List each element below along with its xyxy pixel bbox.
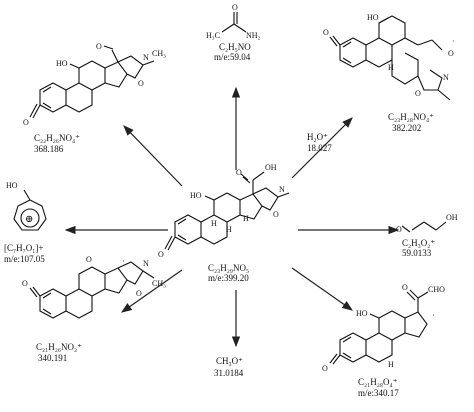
tl-n: N xyxy=(143,53,149,62)
center-mass: m/e:399.20 xyxy=(208,273,249,283)
center-h-1: H xyxy=(211,219,217,228)
top-right-formula: C₂₃H₂₈NO₄⁺ xyxy=(388,112,434,122)
bl-epoxy-o: O xyxy=(86,255,92,264)
bottom-right-mass: m/e:340.17 xyxy=(358,388,399,398)
right-molecule xyxy=(401,221,447,233)
center-carbonyl-o: O xyxy=(236,168,242,177)
tl-aldehyde-o: O xyxy=(96,42,102,51)
bl-ch3: CH₃ xyxy=(152,279,166,288)
center-n: N xyxy=(279,185,285,194)
tl-ketone-o: O xyxy=(23,118,29,127)
central-atom-labels: O OH HO O N O H H H xyxy=(158,163,285,259)
tm-h3c: H₃C xyxy=(206,31,220,40)
water-loss-formula: H₂O⁺ xyxy=(307,132,328,142)
tl-ch3: CH₃ xyxy=(152,49,166,58)
top-left-formula: C₂₂H₂₆NO₄⁺ xyxy=(34,133,80,143)
arrow-to-top-right xyxy=(291,117,353,179)
br-radical-dot: · xyxy=(432,311,435,320)
bottom-middle-mass: 31.0184 xyxy=(214,368,244,378)
tr-h: H xyxy=(388,63,394,72)
br-ho: HO xyxy=(356,309,368,318)
bottom-left-formula: C₂₁H₂₆NO₂⁺ xyxy=(36,342,82,352)
right-formula: C₂H₃O₂⁺ xyxy=(402,238,436,248)
center-formula: C₂₃H₂₉NO₅ xyxy=(208,263,250,273)
top-right-molecule xyxy=(329,15,451,101)
left-charge: ⊕ xyxy=(25,214,33,225)
top-right-atom-labels: O HO O N O H · xyxy=(323,13,455,98)
central-molecule xyxy=(164,171,290,251)
tr-n: N xyxy=(443,73,449,82)
left-atom-labels: HO ⊕ xyxy=(6,181,33,225)
center-ring-o: O xyxy=(273,210,279,219)
bottom-right-molecule xyxy=(329,289,429,365)
tr-acyl-o: O xyxy=(448,49,454,58)
left-molecule xyxy=(13,189,47,231)
tr-ketone-o: O xyxy=(323,28,329,37)
top-middle-mass: m/e:59.04 xyxy=(214,52,251,62)
br-acyl-o: O xyxy=(402,283,408,292)
bottom-middle-formula: CH₃O⁺ xyxy=(216,356,243,366)
top-left-mass: 368.186 xyxy=(34,144,64,154)
center-ho: HO xyxy=(190,191,202,200)
top-left-atom-labels: O HO O N O CH₃ xyxy=(23,42,166,127)
right-o: O xyxy=(396,225,402,234)
bl-ketone-o: O xyxy=(22,279,28,288)
tr-radical-dot: · xyxy=(452,37,455,46)
top-right-mass: 382.202 xyxy=(392,123,422,133)
left-mass: m/e:107.05 xyxy=(4,254,45,264)
tr-ho: HO xyxy=(367,13,379,22)
center-oh: OH xyxy=(265,163,277,172)
right-atom-labels: O OH xyxy=(396,213,458,234)
left-ho: HO xyxy=(6,181,18,190)
bl-ring-o: O xyxy=(136,289,142,298)
br-cho: CHO xyxy=(428,285,445,294)
bottom-left-molecule xyxy=(29,261,155,319)
br-h: H xyxy=(388,360,394,369)
right-mass: 59.0133 xyxy=(402,248,432,258)
top-left-molecule xyxy=(29,45,155,119)
tm-nh2: NH₂ xyxy=(246,31,261,40)
br-ketone-o: O xyxy=(322,364,328,373)
tr-ring-o: O xyxy=(415,89,421,98)
top-middle-atom-labels: O H₃C NH₂ xyxy=(206,3,261,40)
arrow-to-top-left xyxy=(123,125,183,187)
bottom-left-mass: 340.191 xyxy=(38,353,68,363)
tm-o: O xyxy=(232,3,238,12)
bl-n: N xyxy=(143,259,149,268)
center-ketone-o: O xyxy=(158,250,164,259)
bl-radical-dot: · xyxy=(122,257,125,266)
water-loss-mass: 18.027 xyxy=(307,143,332,153)
arrow-to-bottom-left xyxy=(121,269,183,313)
bottom-right-formula: C₂₁H₂₈O₄⁺ xyxy=(358,377,398,387)
tl-ho: HO xyxy=(56,59,68,68)
bottom-left-atom-labels: O O N O CH₃ · xyxy=(22,255,166,298)
left-formula: [C₇H₇O₁]+ xyxy=(4,243,44,253)
top-middle-molecule xyxy=(221,12,247,33)
tl-ring-o: O xyxy=(138,79,144,88)
center-h-3: H xyxy=(243,214,249,223)
bottom-right-atom-labels: O CHO HO O H · xyxy=(322,283,445,373)
top-middle-formula: C₂H₅NO xyxy=(219,42,251,52)
right-oh: OH xyxy=(446,213,458,222)
arrow-to-bottom-right xyxy=(291,267,353,311)
reaction-arrows xyxy=(64,86,400,348)
center-h-2: H xyxy=(226,225,232,234)
